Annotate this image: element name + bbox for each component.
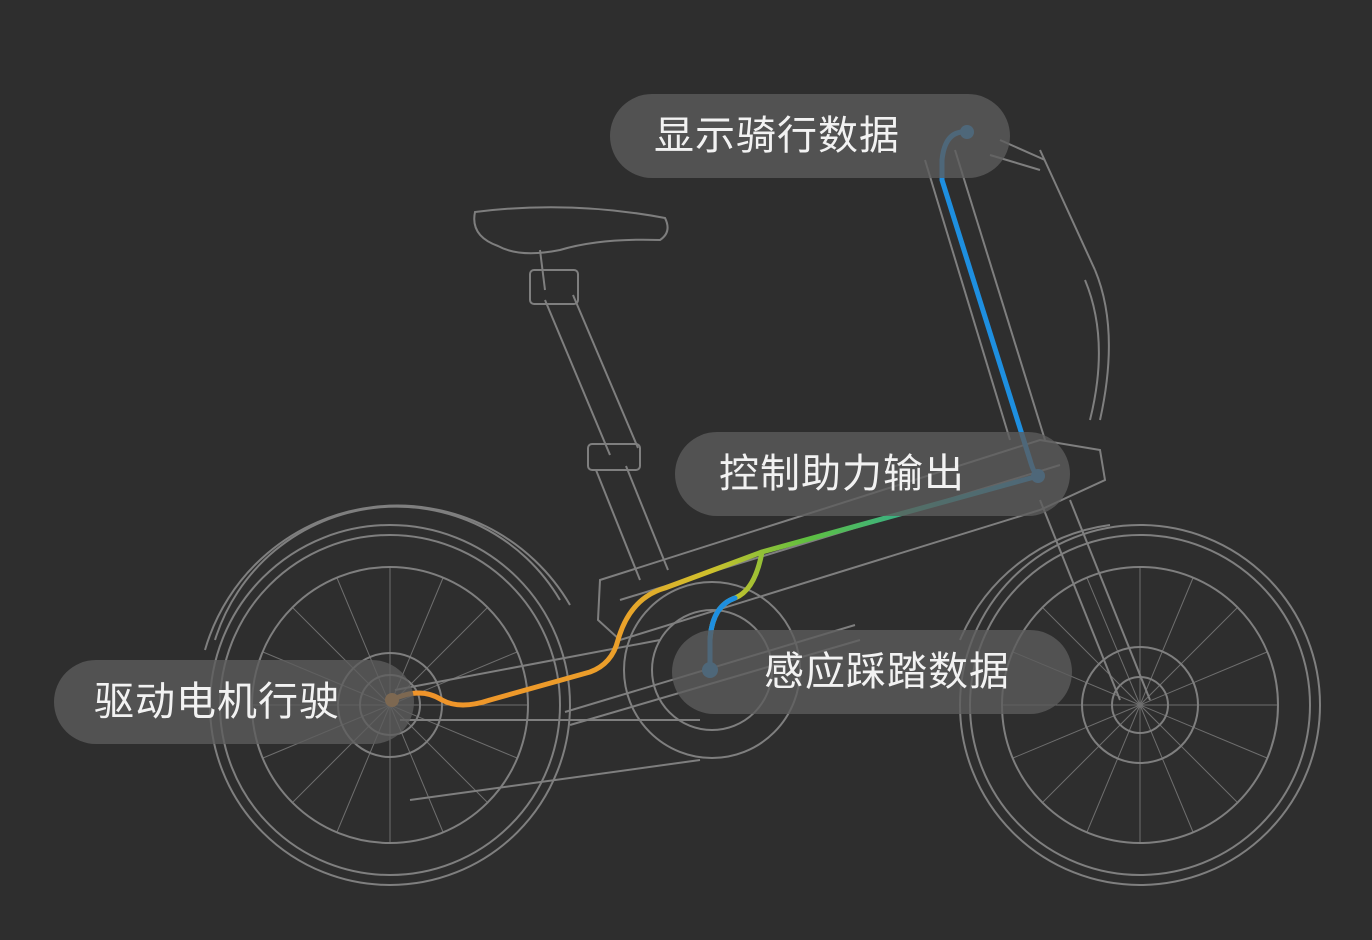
seat-post	[544, 294, 669, 581]
front-fork	[1039, 499, 1151, 701]
control-label-text: 控制助力输出	[719, 451, 965, 497]
stem	[924, 139, 1110, 441]
pedal-sensor-label: 感应踩踏数据	[672, 630, 1072, 714]
pedal-sensor-label-text: 感应踩踏数据	[764, 649, 1010, 695]
motor-label: 驱动电机行驶	[54, 660, 414, 744]
control-label: 控制助力输出	[675, 432, 1070, 516]
display-line	[939, 129, 1041, 479]
signal-lines	[389, 129, 1041, 708]
saddle	[473, 206, 669, 305]
motor-label-text: 驱动电机行驶	[94, 679, 340, 725]
drive-line	[389, 473, 1041, 708]
chainstay	[394, 639, 701, 801]
display-label: 显示骑行数据	[610, 94, 1010, 178]
display-label-text: 显示骑行数据	[654, 113, 900, 159]
